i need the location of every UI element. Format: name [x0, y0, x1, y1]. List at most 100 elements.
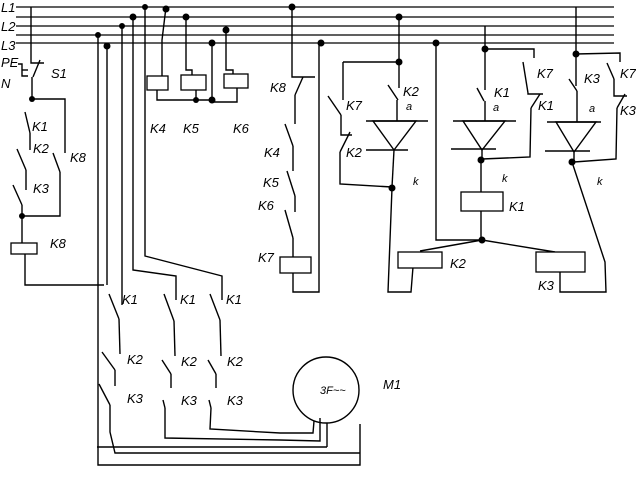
- motor-m1: 3F~~ M1: [292, 356, 401, 424]
- label-k8-contact: K8: [70, 150, 87, 165]
- coil-k7: [279, 256, 312, 274]
- label-k6-k7: K6: [258, 198, 275, 213]
- contact-k2-top: [387, 84, 399, 101]
- coil-k8: [10, 242, 38, 255]
- label-l2: L2: [1, 19, 16, 34]
- junction: [222, 26, 230, 34]
- junction: [193, 97, 199, 103]
- coil-k1: [460, 191, 504, 212]
- junction: [182, 13, 190, 21]
- label-anode: a: [493, 102, 499, 114]
- label-k2-p3: K2: [227, 354, 244, 369]
- label-k5-k7: K5: [263, 175, 280, 190]
- label-anode: a: [589, 103, 595, 115]
- label-k2: K2: [33, 141, 50, 156]
- contact-k3-top: [568, 78, 578, 92]
- contact-k2: [16, 148, 27, 171]
- coil-k2: [397, 251, 443, 269]
- label-k2-p2: K2: [181, 354, 198, 369]
- label-l3: L3: [1, 38, 16, 53]
- junction: [288, 3, 296, 11]
- label-k1-p2: K1: [180, 292, 196, 307]
- label-k2-p1: K2: [127, 352, 144, 367]
- label-k3-side: K3: [620, 103, 636, 118]
- junction: [119, 23, 125, 29]
- label-k7-right: K7: [620, 66, 636, 81]
- contact-k3: [12, 184, 23, 206]
- thyristor-k1: [461, 120, 507, 152]
- motor-circle: [292, 356, 360, 424]
- label-k3: K3: [33, 181, 50, 196]
- power-feeds: [95, 4, 361, 466]
- thyristor-k3: [554, 121, 598, 154]
- contact-k6-k7: [284, 209, 294, 239]
- label-k3-top: K3: [584, 71, 601, 86]
- thyristor-k2-branch: K7 K2 K2 a k K2: [327, 13, 467, 293]
- contact-k3-p1: [98, 383, 111, 406]
- motor-label: M1: [383, 377, 401, 392]
- label-k4-k7: K4: [264, 145, 280, 160]
- label-anode: a: [406, 101, 412, 113]
- left-control-branch: S1 K1 K2 K3 K8 K8: [10, 7, 104, 286]
- coil-k4: [146, 75, 169, 91]
- label-k3-p3: K3: [227, 393, 244, 408]
- junction: [129, 13, 137, 21]
- contact-k8-k7: [294, 76, 304, 96]
- label-n: N: [1, 76, 11, 91]
- label-l1: L1: [1, 0, 15, 15]
- junction: [162, 5, 170, 13]
- junction: [317, 39, 325, 47]
- junction: [95, 32, 101, 38]
- contact-k7-gate: [327, 95, 342, 116]
- label-k5: K5: [183, 121, 200, 136]
- thyristor-k2: [371, 120, 418, 152]
- k7-branch: K8 K4 K5 K6 K7: [258, 3, 325, 293]
- label-k4: K4: [150, 121, 166, 136]
- s1-switch: [32, 59, 41, 78]
- contact-k2-p3: [207, 359, 217, 375]
- junction: [142, 4, 148, 10]
- label-k2-coil: K2: [450, 256, 467, 271]
- contact-k7-right: [606, 62, 615, 80]
- label-cathode: k: [413, 176, 419, 188]
- junction: [432, 39, 440, 47]
- thyristor-k3-branch: K3 a K7 K3 k K3: [535, 7, 636, 293]
- label-k2-top: K2: [403, 84, 420, 99]
- junction: [395, 13, 403, 21]
- label-k3-coil: K3: [538, 278, 555, 293]
- label-k6: K6: [233, 121, 250, 136]
- bus-labels: L1 L2 L3 PE N: [1, 0, 19, 91]
- label-k8-coil: K8: [50, 236, 67, 251]
- contact-k5-k7: [286, 170, 296, 197]
- contact-k2-gate: [339, 131, 351, 153]
- contact-k3-p2: [162, 399, 166, 409]
- coil-k5: [180, 74, 207, 91]
- label-k1-p3: K1: [226, 292, 242, 307]
- contact-k1: [24, 111, 31, 134]
- label-k7-mid: K7: [537, 66, 554, 81]
- coil-k3: [535, 251, 586, 273]
- label-cathode: k: [597, 176, 603, 188]
- motor-inner-text: 3F~~: [320, 385, 346, 397]
- label-k7-coil: K7: [258, 250, 275, 265]
- contact-k2-p1: [101, 351, 116, 371]
- contact-k4-k7: [284, 123, 294, 147]
- label-k1-p1: K1: [122, 292, 138, 307]
- label-k1-top: K1: [494, 85, 510, 100]
- contact-k1-p1: [108, 293, 120, 320]
- junction: [208, 39, 216, 47]
- contact-k8: [52, 152, 61, 173]
- contact-k1-p2: [163, 293, 175, 322]
- label-k3-p1: K3: [127, 391, 144, 406]
- label-k1: K1: [32, 119, 48, 134]
- contact-k3-side: [616, 93, 626, 109]
- label-k3-p2: K3: [181, 393, 198, 408]
- contact-k1-p3: [209, 293, 221, 321]
- label-cathode: k: [502, 173, 508, 185]
- label-k7-gate: K7: [346, 98, 363, 113]
- relay-coils-k4-k6: K4 K5 K6: [146, 5, 250, 136]
- thyristor-k1-branch: K1 a K7 K1 k K1: [419, 26, 556, 253]
- junction: [29, 96, 35, 102]
